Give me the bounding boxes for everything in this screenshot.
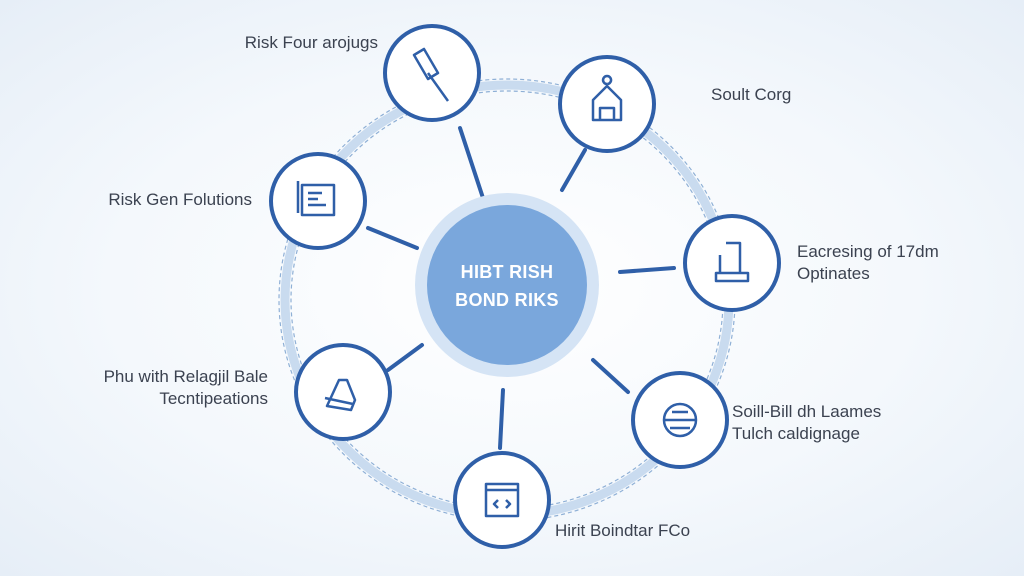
connector-1	[458, 126, 485, 200]
bell-icon	[324, 378, 357, 412]
connector-4	[618, 266, 676, 274]
node-5	[294, 343, 392, 441]
center-title: HIBT RISH BOND RIKS	[427, 258, 587, 314]
connector-7	[498, 388, 505, 450]
node-2	[558, 55, 656, 153]
node-circle	[383, 24, 481, 122]
label-line: Risk Gen Folutions	[108, 190, 252, 209]
connector-5	[386, 343, 424, 372]
node-circle	[269, 152, 367, 250]
node-4	[683, 214, 781, 312]
drive-icon	[662, 402, 698, 438]
center-title-line-1: HIBT RISH	[460, 262, 554, 282]
node-label-7: Hirit Boindtar FCo	[555, 520, 690, 542]
label-line: Optinates	[797, 264, 870, 283]
connectors	[366, 126, 676, 450]
flash-drive-icon	[412, 47, 450, 102]
node-label-2: Soult Corg	[711, 84, 791, 106]
node-7	[453, 451, 551, 549]
label-line: Soult Corg	[711, 85, 792, 104]
label-line: Tecntipeations	[159, 389, 268, 408]
node-3	[269, 152, 367, 250]
center-title-line-2: BOND RIKS	[455, 290, 559, 310]
node-circle	[453, 451, 551, 549]
document-icon	[296, 181, 336, 217]
label-line: Tulch caldignage	[732, 424, 860, 443]
node-circle	[683, 214, 781, 312]
node-6	[631, 371, 729, 469]
node-label-3: Risk Gen Folutions	[108, 189, 252, 211]
center-node	[415, 193, 599, 377]
node-label-1: Risk Four arojugs	[245, 32, 378, 54]
connector-3	[366, 226, 419, 250]
node-circle	[558, 55, 656, 153]
label-line: Phu with Relagjil Bale	[103, 367, 268, 386]
connector-2	[560, 148, 587, 192]
code-window-icon	[484, 482, 520, 518]
server-icon	[714, 241, 750, 283]
label-line: Soill-Bill dh Laames	[732, 402, 882, 421]
label-line: Risk Four arojugs	[244, 33, 378, 52]
node-circle	[294, 343, 392, 441]
building-icon	[591, 74, 623, 122]
label-line: Eacresing of 17dm	[797, 242, 939, 261]
label-line: Hirit Boindtar FCo	[555, 521, 691, 540]
node-1	[383, 24, 481, 122]
connector-6	[591, 358, 630, 394]
